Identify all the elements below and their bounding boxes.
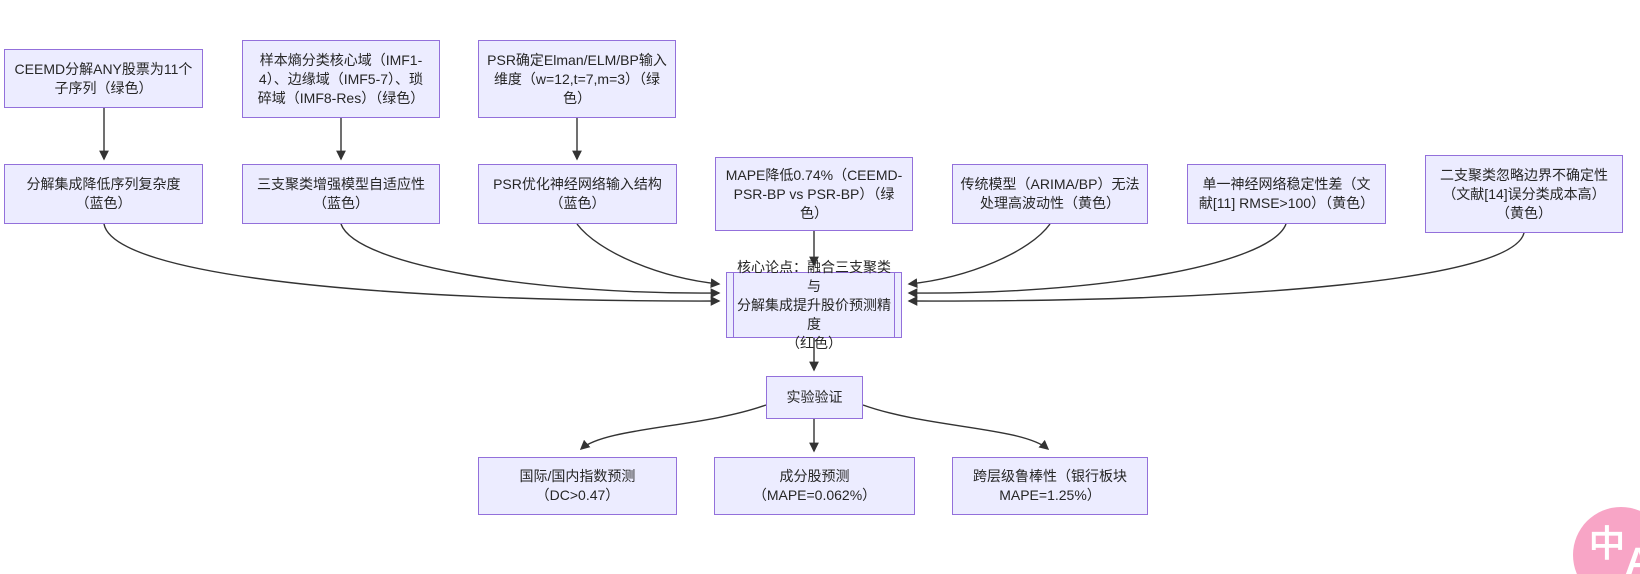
node-index-prediction: 国际/国内指数预测 （DC>0.47） (478, 457, 677, 515)
node-label: MAPE降低0.74%（CEEMD- PSR-BP vs PSR-BP）（绿 色… (725, 166, 903, 221)
edge-b2-core (340, 223, 721, 298)
node-label: 国际/国内指数预测 （DC>0.47） (519, 468, 636, 503)
node-sample-entropy-domains: 样本熵分类核心域（IMF1- 4）、边缘域（IMF5-7）、琐 碎域（IMF8-… (242, 40, 440, 118)
translate-en-glyph: A (1625, 541, 1640, 574)
node-label: 样本熵分类核心域（IMF1- 4）、边缘域（IMF5-7）、琐 碎域（IMF8-… (257, 51, 425, 106)
node-traditional-model-limits: 传统模型（ARIMA/BP）无法 处理高波动性（黄色） (952, 164, 1148, 224)
edge-b7-core (907, 232, 1525, 306)
node-label: 三支聚类增强模型自适应性 （蓝色） (257, 176, 425, 211)
edge-exp-c3 (862, 404, 1050, 450)
node-label: 二支聚类忽略边界不确定性 （文献[14]误分类成本高） （黄色） (1440, 166, 1608, 221)
node-label: 实验验证 (786, 389, 843, 405)
node-label: 跨层级鲁棒性（银行板块 MAPE=1.25%） (973, 468, 1127, 503)
node-mape-reduction: MAPE降低0.74%（CEEMD- PSR-BP vs PSR-BP）（绿 色… (715, 157, 913, 231)
node-label: PSR优化神经网络输入结构 （蓝色） (493, 176, 662, 211)
edge-exp-c1 (579, 404, 767, 450)
edge-b1-core (103, 223, 721, 306)
node-decomposition-reduces-complexity: 分解集成降低序列复杂度 （蓝色） (4, 164, 203, 224)
node-psr-optimizes-input-structure: PSR优化神经网络输入结构 （蓝色） (478, 164, 677, 224)
node-three-way-clustering-adaptivity: 三支聚类增强模型自适应性 （蓝色） (242, 164, 440, 224)
node-label: CEEMD分解ANY股票为11个 子序列（绿色） (14, 60, 193, 96)
node-cross-level-robustness: 跨层级鲁棒性（银行板块 MAPE=1.25%） (952, 457, 1148, 515)
node-psr-input-dimension: PSR确定Elman/ELM/BP输入 维度（w=12,t=7,m=3）（绿 色… (478, 40, 676, 118)
node-two-way-clustering-boundary: 二支聚类忽略边界不确定性 （文献[14]误分类成本高） （黄色） (1425, 155, 1623, 233)
node-label: 单一神经网络稳定性差（文 献[11] RMSE>100）（黄色） (1198, 176, 1375, 211)
node-label: 成分股预测 （MAPE=0.062%） (752, 468, 877, 503)
node-experiment-validation: 实验验证 (766, 376, 863, 419)
node-constituent-stock-prediction: 成分股预测 （MAPE=0.062%） (714, 457, 915, 515)
translate-zh-glyph: 中 (1589, 523, 1626, 564)
edge-b3-core (576, 223, 721, 289)
node-label: 传统模型（ARIMA/BP）无法 处理高波动性（黄色） (960, 176, 1140, 211)
edge-b6-core (907, 223, 1287, 298)
node-label: 分解集成降低序列复杂度 （蓝色） (26, 176, 181, 211)
edge-b5-core (907, 223, 1051, 289)
node-ceemd-decompose: CEEMD分解ANY股票为11个 子序列（绿色） (4, 49, 203, 108)
translate-button[interactable]: 中 A (1573, 507, 1640, 574)
node-core-thesis: 核心论点：融合三支聚类与 分解集成提升股价预测精度 （红色） (726, 259, 902, 351)
node-single-nn-instability: 单一神经网络稳定性差（文 献[11] RMSE>100）（黄色） (1187, 164, 1386, 224)
node-label: PSR确定Elman/ELM/BP输入 维度（w=12,t=7,m=3）（绿 色… (487, 51, 667, 106)
node-label: 核心论点：融合三支聚类与 分解集成提升股价预测精度 （红色） (737, 258, 891, 351)
